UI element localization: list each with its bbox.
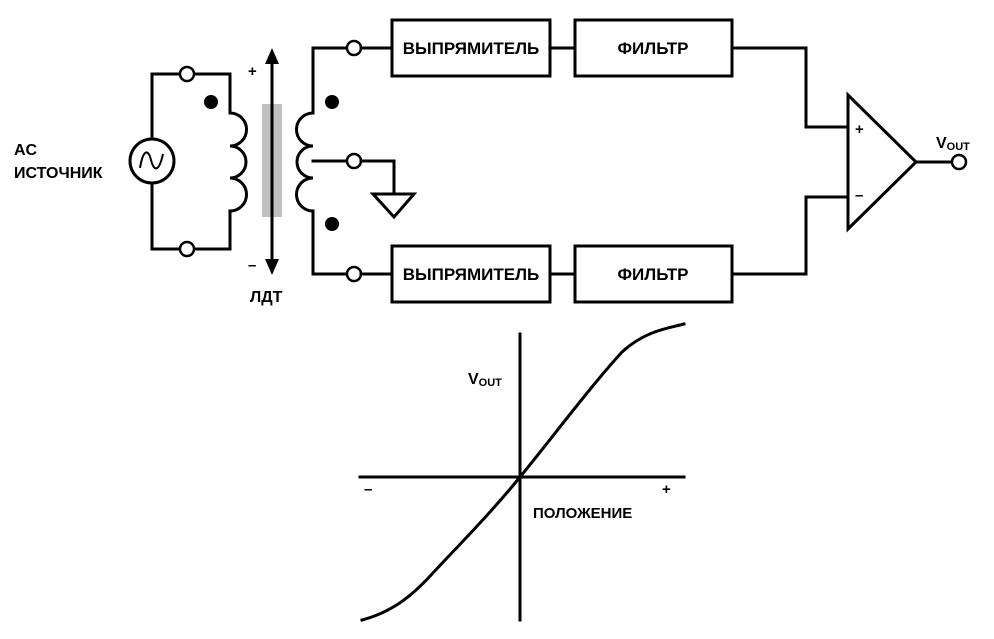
transfer-graph: VOUT ПОЛОЖЕНИЕ – + [358,322,686,622]
primary-coil [228,72,248,251]
ac-source: AC ИСТОЧНИК [14,72,182,251]
polarity-dot-primary [204,95,218,109]
primary-terminal-bottom [178,240,196,258]
secondary-terminal-bottom [345,265,363,283]
wire [730,195,850,276]
transformer-minus: – [248,257,256,274]
source-label-line1: AC [14,142,38,159]
polarity-dot-secondary-bottom [325,217,339,231]
secondary-terminal-top [345,39,363,57]
output-label: VOUT [936,135,970,153]
graph-curve [360,322,686,622]
filter-top-label: ФИЛЬТР [618,39,689,58]
opamp-triangle [846,91,919,233]
sine-wave-icon [139,151,164,170]
opamp-plus: + [855,121,864,138]
graph-y-label: VOUT [468,371,502,389]
transformer-plus: + [248,63,257,80]
rectifier-top-label: ВЫПРЯМИТЕЛЬ [403,39,540,58]
source-label-line2: ИСТОЧНИК [14,165,103,182]
rectifier-bottom-label: ВЫПРЯМИТЕЛЬ [403,265,540,284]
graph-neg-label: – [364,481,372,498]
primary-terminal-top [178,65,196,83]
core-arrow [265,48,279,275]
graph-x-label: ПОЛОЖЕНИЕ [533,505,632,522]
transformer-label: ЛДТ [250,289,283,306]
polarity-dot-secondary-top [325,95,339,109]
filter-bottom-label: ФИЛЬТР [618,265,689,284]
secondary-coil [295,46,349,276]
output-terminal [950,153,968,171]
ground-icon [359,159,418,220]
secondary-terminal-center [345,152,363,170]
opamp-minus: – [855,187,863,204]
graph-pos-label: + [662,481,671,498]
wire [730,46,850,129]
